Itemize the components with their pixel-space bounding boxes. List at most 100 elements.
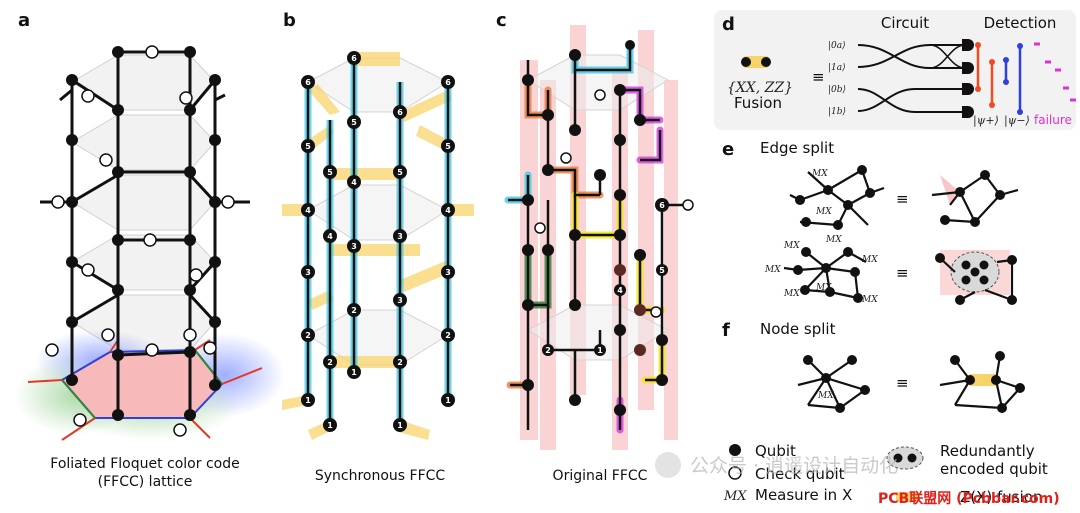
svg-text:MX: MX (825, 235, 842, 245)
legend-measure: Measure in X (755, 486, 852, 504)
panel-b: b (282, 10, 474, 484)
base-green-edges (61, 349, 223, 419)
svg-text:2: 2 (327, 358, 333, 367)
edge-split-title: Edge split (760, 139, 834, 157)
legend-mx-symbol: MX (723, 489, 747, 504)
legend-qubit-dot (729, 444, 741, 456)
panel-a-caption-line1: Foliated Floquet color code (50, 456, 239, 472)
base-red-edges (27, 339, 263, 441)
fusion-equiv: ≡ (812, 68, 825, 86)
wechat-icon (655, 452, 681, 478)
node-split-equiv: ≡ (896, 374, 909, 392)
legend-fusion: Z(X) fusion (960, 488, 1042, 506)
legend-check-dot (728, 466, 742, 480)
svg-text:|1b⟩: |1b⟩ (828, 107, 846, 117)
mx-label-e1: MX (811, 169, 828, 179)
panel-d-letter: d (722, 14, 735, 35)
watermark-text2: PCB联盟网 (Pcbbar.com) (878, 491, 1060, 507)
svg-text:1: 1 (327, 421, 333, 430)
svg-text:1: 1 (597, 346, 603, 355)
legend-fusion-link (896, 492, 918, 502)
svg-text:5: 5 (397, 168, 403, 177)
detectors (962, 39, 974, 118)
svg-text:5: 5 (659, 266, 665, 275)
circuit-wires (857, 44, 966, 113)
circuit-kets: |0a⟩ |1a⟩ |0b⟩ |1b⟩ (828, 41, 846, 117)
fusion-qubit-left (741, 57, 751, 67)
svg-text:6: 6 (351, 54, 357, 63)
svg-text:2: 2 (545, 346, 551, 355)
svg-text:MX: MX (783, 241, 800, 251)
legend-redundant-line2: encoded qubit (940, 460, 1048, 478)
svg-text:5: 5 (327, 168, 333, 177)
edge-split-equiv-1: ≡ (896, 190, 909, 208)
svg-text:4: 4 (617, 286, 623, 295)
svg-text:6: 6 (397, 108, 403, 117)
svg-text:2: 2 (305, 331, 311, 340)
panel-b-numbered-nodes: 6 6 6 6 5 5 5 5 5 4 4 4 4 3 3 3 3 3 2 2 (301, 51, 455, 432)
watermark: 公众号 · 逍遥设计自动化 PCB联盟网 (Pcbbar.com) (655, 452, 1060, 507)
svg-text:1: 1 (445, 396, 451, 405)
legend-redundant-line1: Redundantly (940, 442, 1035, 460)
svg-text:MX: MX (783, 289, 800, 299)
panel-d: d Circuit Detection {XX, ZZ} Fusion ≡ |0… (714, 10, 1076, 130)
panel-f-letter: f (722, 320, 730, 341)
panel-a: a (15, 10, 285, 490)
watermark-text1: 公众号 · 逍遥设计自动化 (690, 455, 898, 477)
node-split-title: Node split (760, 320, 836, 338)
svg-text:1: 1 (351, 368, 357, 377)
panel-e: e Edge split MX MX ≡ (722, 139, 1019, 305)
svg-text:2: 2 (351, 306, 357, 315)
svg-text:3: 3 (397, 296, 403, 305)
svg-text:4: 4 (351, 178, 357, 187)
legend: Qubit Check qubit MX Measure in X Redund… (723, 442, 1048, 506)
mx-labels-e-middle: MX MX MX MX MX MX MX (764, 235, 878, 305)
svg-text:1: 1 (397, 421, 403, 430)
svg-text:6: 6 (305, 78, 311, 87)
svg-text:5: 5 (351, 118, 357, 127)
panel-a-qubits (45, 45, 235, 437)
svg-text:2: 2 (445, 331, 451, 340)
svg-text:MX: MX (764, 265, 781, 275)
panel-a-letter: a (18, 10, 30, 31)
edge-split-equiv-2: ≡ (896, 264, 909, 282)
svg-text:MX: MX (861, 255, 878, 265)
legend-psi-plus: |ψ+⟩ (973, 114, 999, 128)
panel-c-letter: c (496, 10, 507, 31)
panel-f: f Node split MX ≡ (722, 320, 1025, 413)
svg-text:6: 6 (659, 201, 665, 210)
svg-text:|1a⟩: |1a⟩ (828, 63, 846, 73)
svg-text:4: 4 (327, 232, 333, 241)
panel-c-caption: Original FFCC (553, 468, 648, 484)
legend-check-qubit: Check qubit (755, 465, 845, 483)
node-split-fusion-link (970, 374, 996, 386)
svg-text:3: 3 (397, 232, 403, 241)
fusion-operator: {XX, ZZ} (727, 80, 793, 96)
svg-text:4: 4 (445, 206, 451, 215)
svg-text:|0b⟩: |0b⟩ (828, 85, 846, 95)
detection-title: Detection (984, 14, 1057, 32)
panel-b-caption: Synchronous FFCC (315, 468, 446, 484)
legend-psi-minus: |ψ−⟩ (1004, 114, 1030, 128)
detection-bars (975, 42, 1076, 115)
legend-failure: failure (1034, 113, 1072, 127)
panel-c-qubits: 6 5 4 2 1 (522, 40, 694, 416)
svg-text:|0a⟩: |0a⟩ (828, 41, 846, 51)
panel-c: c (496, 10, 694, 484)
fusion-qubit-right (761, 57, 771, 67)
svg-text:MX: MX (815, 283, 832, 293)
svg-text:MX: MX (861, 295, 878, 305)
circuit-title: Circuit (881, 14, 929, 32)
mx-label-e2: MX (815, 207, 832, 217)
panel-a-caption-line2: (FFCC) lattice (98, 474, 193, 490)
svg-text:5: 5 (305, 142, 311, 151)
svg-text:2: 2 (397, 358, 403, 367)
panel-d-background (714, 10, 1076, 130)
svg-text:6: 6 (445, 78, 451, 87)
legend-redundant-cluster (886, 446, 924, 470)
svg-text:5: 5 (445, 142, 451, 151)
svg-text:3: 3 (351, 242, 357, 251)
panel-e-letter: e (722, 139, 734, 160)
panel-b-letter: b (283, 10, 296, 31)
